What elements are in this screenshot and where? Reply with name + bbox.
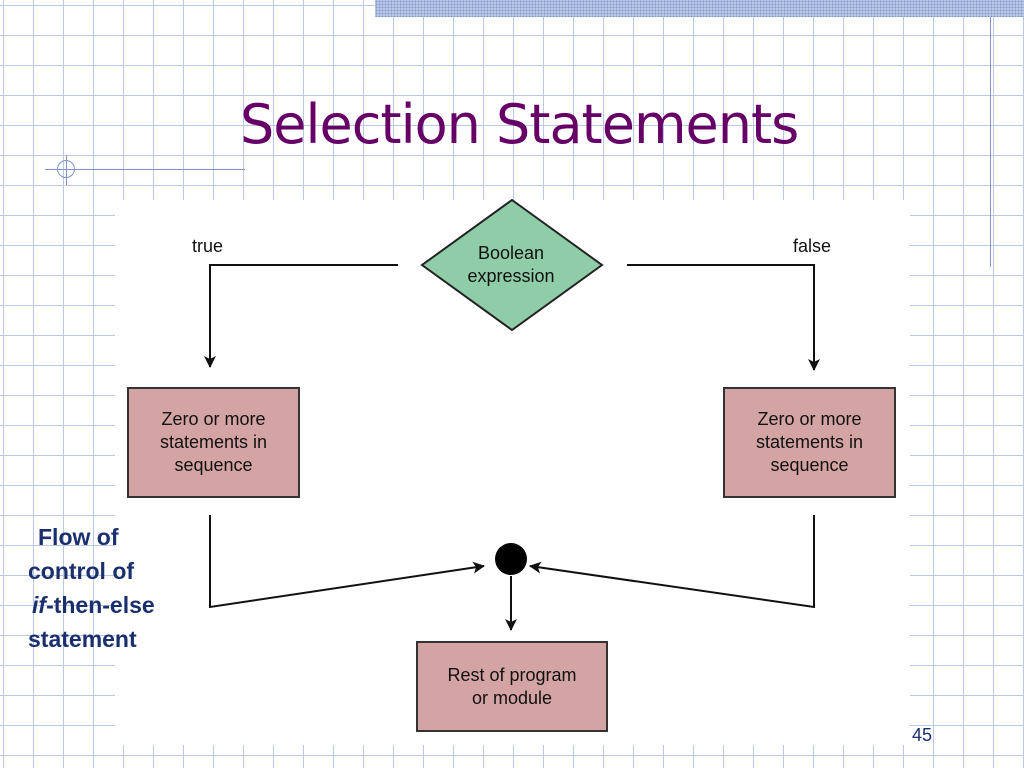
- diagram-caption: Flow of control of if-then-else statemen…: [28, 520, 218, 656]
- false-branch-box: Zero or more statements in sequence: [723, 387, 896, 498]
- right-decorative-rule: [990, 17, 991, 267]
- caption-line-4: statement: [28, 626, 137, 652]
- page-number: 45: [912, 725, 933, 745]
- true-branch-box: Zero or more statements in sequence: [127, 387, 300, 498]
- caption-then-else: -then-else: [46, 592, 155, 618]
- false-merge-arrow: [529, 515, 815, 609]
- caption-line-2: control of: [28, 558, 135, 584]
- caption-line-3: if-then-else: [28, 588, 218, 622]
- true-branch-text: Zero or more statements in sequence: [159, 409, 268, 475]
- slide-title: Selection Statements: [240, 93, 799, 156]
- false-label: false: [793, 236, 832, 256]
- title-crosshair-circle: [57, 160, 75, 178]
- false-branch-text: Zero or more statements in sequence: [755, 409, 864, 475]
- rest-of-program-text: Rest of program or module: [447, 664, 577, 708]
- true-merge-arrow: [209, 515, 485, 609]
- caption-if-keyword: if: [32, 592, 47, 618]
- boolean-expression-label: Boolean expression: [467, 243, 555, 286]
- top-decorative-band: [375, 0, 1024, 17]
- merge-point: [495, 543, 527, 575]
- title-underline: [45, 169, 245, 170]
- boolean-expression-diamond: [420, 198, 604, 332]
- rest-of-program-box: Rest of program or module: [416, 641, 608, 732]
- false-branch-arrow: [627, 264, 820, 371]
- true-branch-arrow: [204, 264, 398, 368]
- caption-line-1: Flow of: [38, 524, 119, 550]
- true-label: true: [192, 236, 224, 256]
